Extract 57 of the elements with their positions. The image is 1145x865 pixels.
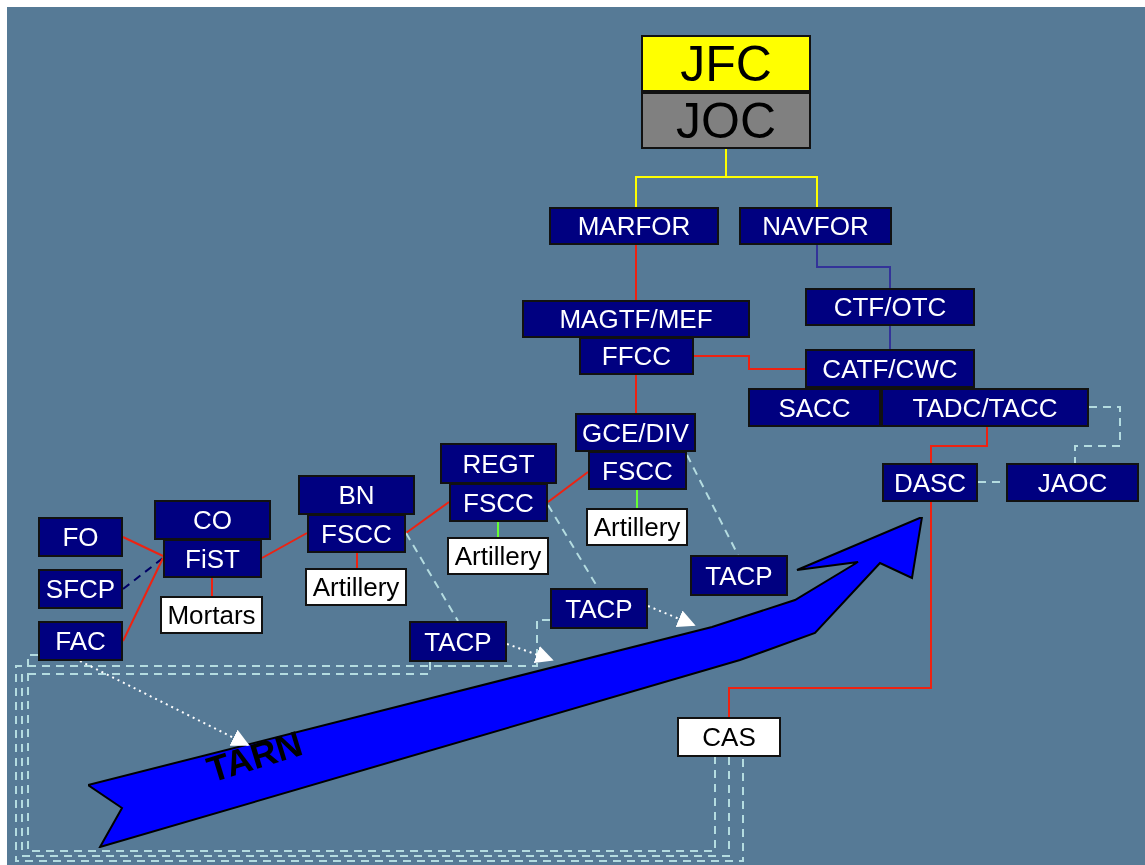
unit-box: FO (38, 517, 123, 557)
unit-box: CO (154, 500, 271, 540)
dashed-connector (122, 557, 164, 590)
unit-box: NAVFOR (739, 207, 892, 245)
connector-line (930, 426, 988, 464)
connector-line (889, 325, 891, 350)
dashed-connector (405, 532, 459, 622)
asset-box: Mortars (160, 596, 263, 634)
unit-box: JFC (641, 35, 811, 92)
connector-line (635, 374, 637, 414)
arrow (79, 660, 250, 746)
unit-box: FAC (38, 621, 123, 661)
unit-box: MAGTF/MEF (522, 300, 750, 338)
unit-box: SFCP (38, 569, 123, 609)
connector-line (497, 521, 499, 538)
unit-box: MARFOR (549, 207, 719, 245)
connector-line (693, 355, 806, 370)
unit-box: REGT (440, 443, 557, 484)
connector-line (816, 244, 891, 289)
connector-line (356, 552, 358, 569)
asset-box: Artillery (447, 537, 549, 575)
unit-box: FSCC (449, 483, 548, 522)
unit-box: TACP (550, 588, 648, 629)
dashed-connector (15, 619, 744, 862)
unit-box: GCE/DIV (575, 413, 696, 452)
unit-box: FFCC (579, 337, 694, 375)
banner-label: TARN (202, 725, 307, 789)
unit-box: JAOC (1006, 463, 1139, 502)
connector-line (728, 501, 932, 718)
unit-box: FSCC (588, 451, 687, 490)
connector-line (635, 244, 637, 301)
asset-box: Artillery (305, 568, 407, 606)
connector-line (636, 489, 638, 509)
unit-box: TACP (690, 555, 788, 596)
connector-line (261, 532, 308, 559)
connector-line (211, 577, 213, 597)
unit-box: CTF/OTC (805, 288, 975, 326)
unit-box: TACP (409, 621, 507, 662)
connector-line (405, 501, 450, 534)
unit-box: BN (298, 475, 415, 515)
dashed-connector (1074, 406, 1121, 464)
asset-box: CAS (677, 717, 781, 757)
unit-box: JOC (641, 92, 811, 149)
arrow (647, 605, 696, 628)
unit-box: TADC/TACC (881, 388, 1089, 427)
connector-line (122, 536, 164, 557)
asset-box: Artillery (586, 508, 688, 546)
unit-box: SACC (748, 388, 881, 427)
arrow (506, 643, 554, 664)
unit-box: FSCC (307, 514, 406, 553)
connector-line (547, 471, 589, 503)
dashed-connector (686, 454, 739, 556)
connector-line (725, 148, 818, 208)
unit-box: CATF/CWC (805, 349, 975, 388)
unit-box: DASC (882, 463, 978, 502)
connector-line (122, 557, 164, 642)
unit-box: FiST (163, 539, 262, 578)
